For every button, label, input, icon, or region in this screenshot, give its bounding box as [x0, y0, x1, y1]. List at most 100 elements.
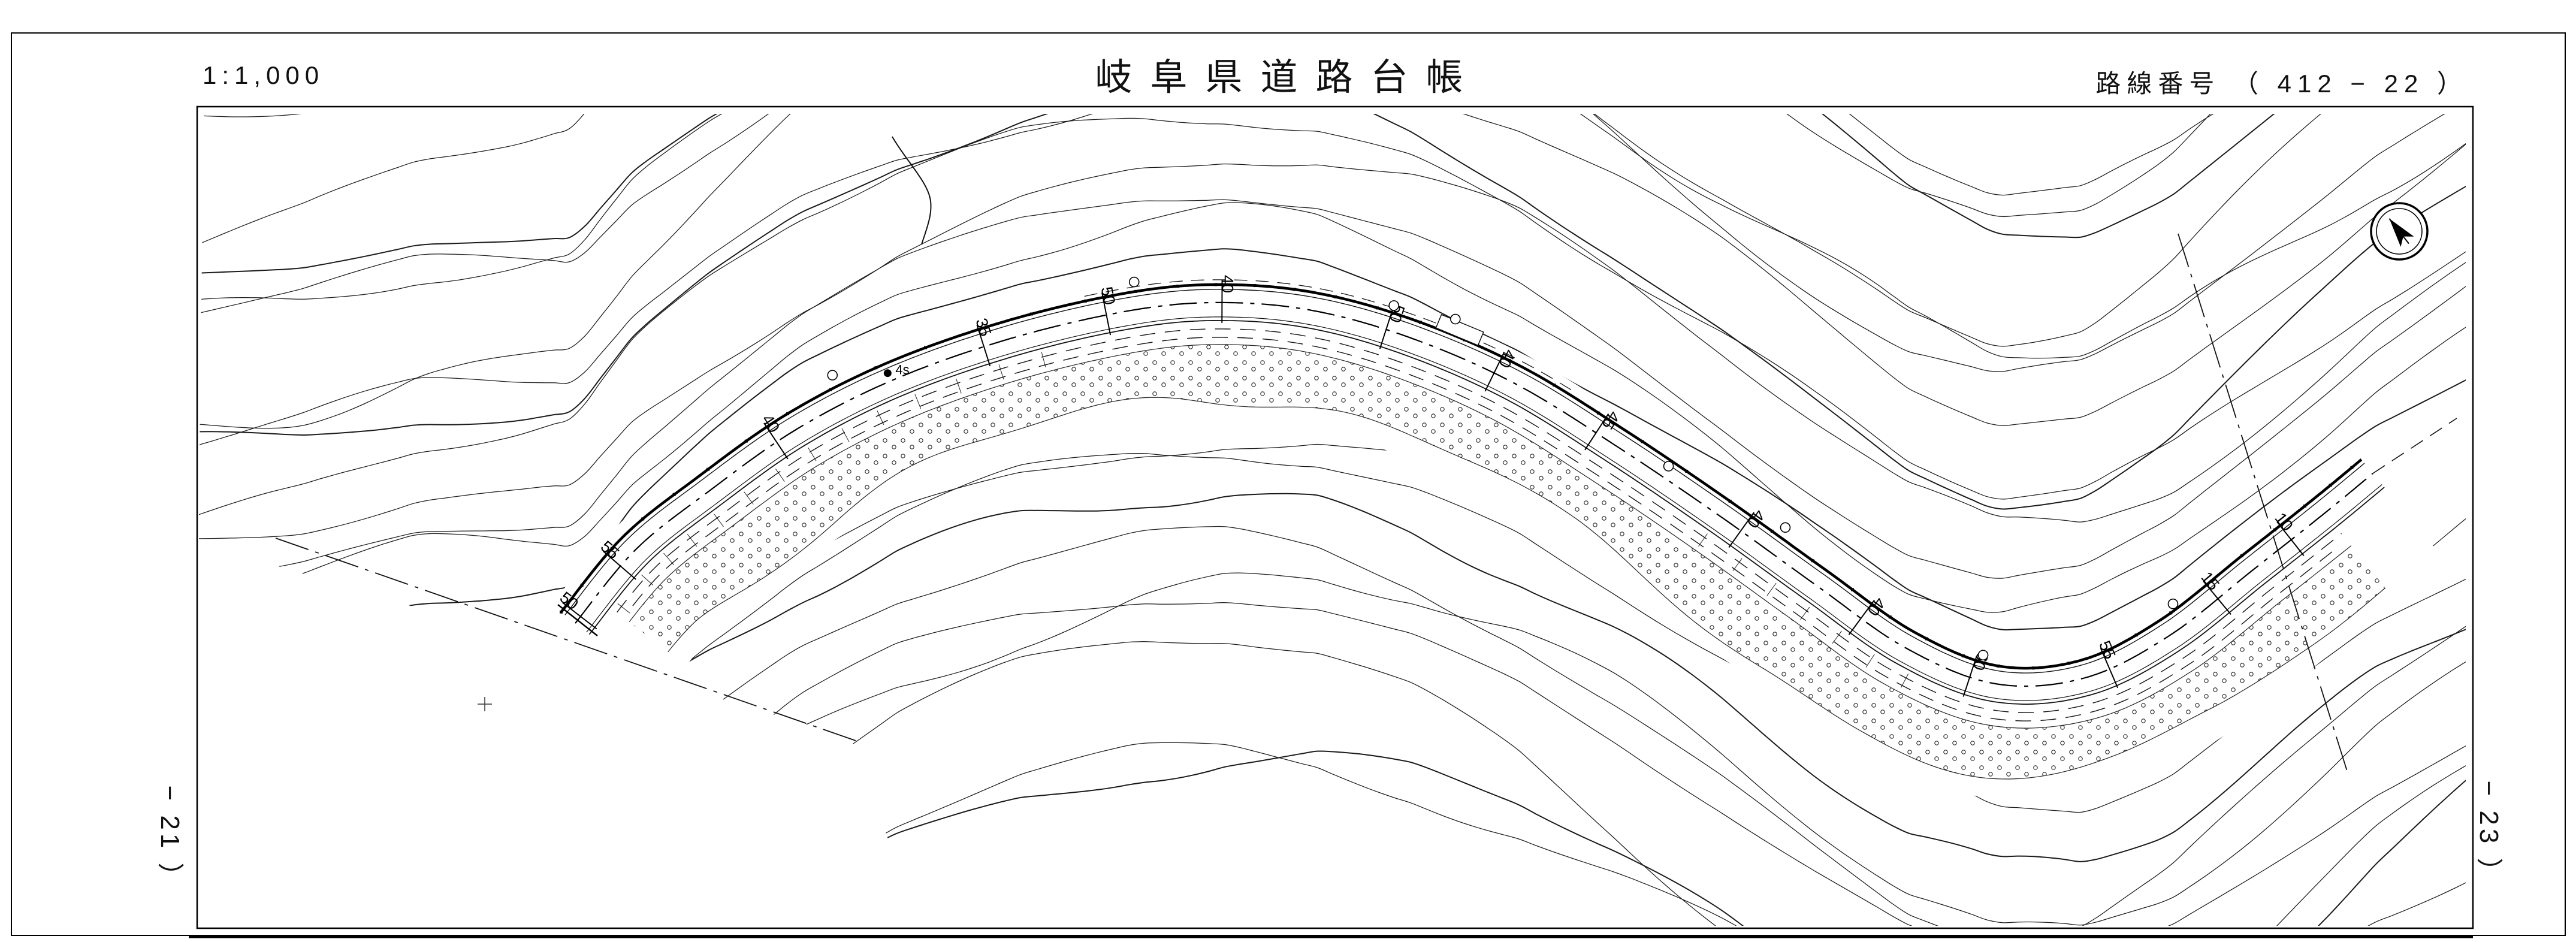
guardrail-dot — [580, 584, 584, 587]
contour-line — [199, 202, 2466, 613]
guardrail-dot — [1597, 411, 1600, 415]
contour-line — [199, 117, 2466, 522]
station-tick — [1848, 599, 1875, 635]
hachure-tick — [1865, 654, 1875, 668]
hachure-tick — [1766, 582, 1777, 596]
road-centerline — [575, 301, 2373, 687]
contour-line — [199, 114, 2466, 275]
survey-point-circle — [1388, 300, 1400, 311]
guardrail-dot — [1334, 295, 1337, 298]
guardrail-dot — [1962, 654, 1965, 658]
north-arrow-pointer — [2388, 218, 2414, 247]
contour-line — [199, 199, 2466, 587]
station-tick — [1584, 413, 1609, 451]
contour-line — [199, 114, 2466, 429]
guardrail-dot — [744, 439, 748, 443]
guardrail-dot — [706, 467, 710, 471]
benchmark-label: 4s — [895, 363, 909, 378]
guardrail-dot — [2169, 611, 2173, 615]
hachure-tick — [775, 469, 785, 482]
station-tick — [2203, 581, 2231, 615]
guardrail-dot — [1293, 288, 1297, 291]
station-label: 50 — [1098, 285, 1119, 306]
map-scale-label: 1:1,000 — [203, 61, 325, 89]
road-start-bar — [557, 604, 598, 636]
guardrail-dot — [672, 493, 676, 496]
road-upper-edge — [564, 289, 2365, 674]
station-tick — [1962, 655, 1977, 697]
north-arrow-icon — [2370, 202, 2429, 261]
contour-lines — [199, 114, 2466, 926]
map-frame — [196, 105, 2474, 929]
guardrail-dot — [1376, 306, 1379, 310]
survey-point-circle — [1780, 522, 1791, 533]
guardrail-dot — [1925, 637, 1928, 641]
old-edge-dashed-line — [1084, 279, 1572, 391]
survey-point-circle — [1450, 313, 1461, 325]
station-tick — [1101, 292, 1112, 336]
embankment-upper-edge — [629, 344, 2352, 729]
contour-line — [199, 114, 2466, 218]
guardrail-dot — [1029, 312, 1033, 316]
road-upper-edge-guardrail — [560, 283, 2363, 670]
survey-point-circle — [1128, 276, 1140, 288]
guardrail-dot — [2240, 554, 2243, 557]
culvert-box — [1435, 314, 1484, 346]
contour-line — [199, 114, 2466, 253]
guardrail-dot — [1553, 384, 1556, 387]
shoulder-dashed-line-2 — [632, 337, 2333, 721]
route-number-label: 路線番号 （ 412 − 22 ） — [2095, 70, 2468, 98]
guardrail-dot — [2067, 662, 2071, 665]
guardrail-dot — [829, 388, 832, 391]
contour-line — [199, 572, 2466, 926]
contour-line — [199, 641, 2466, 926]
guardrail-dot — [641, 517, 645, 521]
guardrail-dot — [1176, 285, 1179, 288]
station-tick — [1728, 512, 1755, 548]
station-tick — [976, 324, 991, 367]
survey-point-circle — [827, 370, 838, 381]
hachure-tick — [617, 603, 630, 614]
hachure-tick — [714, 514, 724, 527]
guardrail-dot — [2329, 484, 2332, 487]
guardrail-dot — [1641, 440, 1644, 443]
contour-line — [199, 114, 2466, 347]
station-tick — [1484, 352, 1505, 392]
grid-cross — [478, 697, 492, 711]
contour-line — [199, 114, 2466, 510]
survey-point-circle — [1977, 650, 1989, 661]
match-line-left — [275, 538, 856, 741]
guardrail-dot — [1083, 299, 1087, 303]
guardrail-dot — [1134, 289, 1137, 293]
contour-line — [199, 163, 2466, 540]
benchmark-dot — [883, 369, 892, 378]
embankment-lower-edge — [668, 397, 2386, 780]
station-tick — [2276, 521, 2305, 557]
station-tick — [1379, 307, 1394, 349]
road-lower-edge-inner — [586, 316, 2382, 701]
guardrail-dots — [560, 283, 2354, 670]
guardrail-dot — [1811, 559, 1814, 563]
stream-line — [892, 136, 932, 245]
guardrail-dot — [1253, 284, 1257, 288]
page-title: 岐阜県道路台帳 — [1095, 57, 1481, 98]
hachure-tick — [841, 428, 850, 443]
guardrail-dot — [924, 346, 928, 349]
embankment-stipple — [629, 344, 2385, 779]
north-arrow-inner-circle — [2376, 208, 2423, 255]
guardrail-dot — [1770, 530, 1774, 533]
guardrail-dot — [2303, 504, 2306, 508]
guardrail-dot — [2032, 666, 2036, 670]
survey-point-circle — [1663, 461, 1674, 472]
contour-line — [199, 114, 2466, 372]
guardrail-dot — [1997, 664, 2000, 668]
contour-line — [199, 248, 2466, 646]
shoulder-dashed-line-1 — [617, 328, 2342, 713]
hachure-tick — [956, 378, 962, 394]
road-continuation-stub — [2372, 418, 2457, 474]
guardrail-dot — [1508, 359, 1511, 363]
station-tick — [763, 422, 789, 460]
